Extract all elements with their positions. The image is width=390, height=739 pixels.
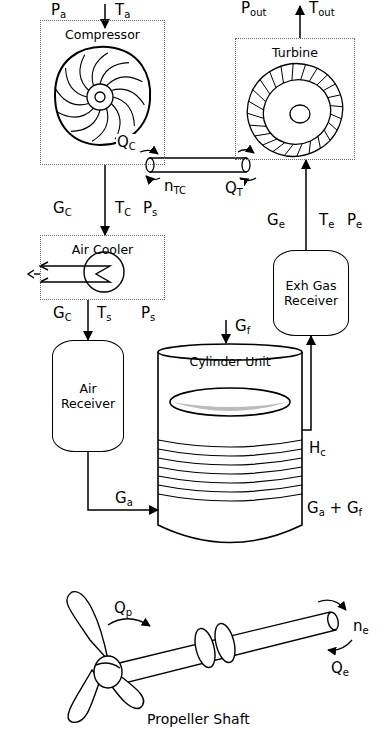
subscript: C	[65, 207, 72, 218]
symbol-label: Te	[318, 212, 335, 229]
symbol-label: Pe	[346, 212, 363, 229]
flow-arrow	[104, 165, 106, 235]
symbol-label: TC	[114, 200, 132, 217]
turbine-box: Turbine	[235, 38, 355, 160]
flow-arrow	[305, 160, 307, 250]
node-title: Air Receiver	[53, 381, 123, 411]
subscript: a	[60, 9, 66, 20]
subscript: f	[247, 325, 251, 336]
subscript: out	[250, 7, 266, 18]
symbol-label: Hc	[308, 440, 327, 457]
flow-arrow	[302, 336, 311, 430]
subscript: s	[150, 312, 155, 323]
symbol-label: Pa	[50, 2, 67, 19]
symbol-label: Ps	[142, 200, 158, 217]
subscript: s	[152, 207, 157, 218]
subscript: a	[319, 507, 325, 518]
subscript: a	[124, 9, 130, 20]
part-name: Propeller Shaft	[146, 712, 251, 727]
subscript: f	[359, 507, 363, 518]
symbol-label: Ga	[114, 490, 134, 507]
subscript: e	[363, 625, 369, 636]
symbol-label: Ps	[140, 305, 156, 322]
subscript: p	[126, 607, 132, 618]
subscript: c	[320, 447, 326, 458]
subscript: a	[127, 497, 133, 508]
symbol-label: Gf	[234, 318, 251, 335]
node-title: Air Cooler	[69, 242, 136, 257]
compressor-box: Compressor	[40, 20, 165, 165]
symbol-label: Ga + Gf	[306, 500, 363, 517]
symbol-label: QT	[224, 180, 244, 197]
node-title: Cylinder Unit	[186, 354, 273, 369]
subscript: s	[106, 312, 111, 323]
cylinder-unit: Cylinder Unit	[158, 344, 302, 544]
flow-arrow	[87, 300, 89, 340]
symbol-label: Ta	[114, 2, 131, 19]
air-receiver: Air Receiver	[52, 340, 124, 452]
subscript: e	[328, 219, 334, 230]
symbol-label: Ge	[266, 212, 286, 229]
symbol-label: Tout	[308, 0, 336, 17]
node-title: Exh Gas Receiver	[274, 278, 348, 308]
air-cooler-box: Air Cooler	[40, 235, 165, 300]
symbol-label: nTC	[163, 178, 187, 195]
symbol-label: GC	[52, 200, 73, 217]
symbol-label: GC	[52, 305, 73, 322]
subscript: C	[129, 141, 136, 152]
subscript: e	[356, 219, 362, 230]
flow-arrow	[88, 452, 158, 510]
subscript: C	[65, 312, 72, 323]
symbol-label: Qp	[113, 600, 133, 617]
symbol-label: Ts	[96, 305, 112, 322]
symbol-label: QC	[116, 134, 137, 151]
exhaust-receiver: Exh Gas Receiver	[273, 250, 349, 336]
subscript: e	[279, 219, 285, 230]
node-title: Turbine	[269, 45, 321, 60]
node-title: Compressor	[62, 27, 143, 42]
subscript: e	[343, 667, 349, 678]
subscript: TC	[174, 185, 187, 196]
subscript: out	[318, 7, 334, 18]
symbol-label: Qe	[330, 660, 350, 677]
symbol-label: Pout	[240, 0, 267, 17]
subscript: C	[124, 207, 131, 218]
symbol-label: ne	[352, 618, 370, 635]
subscript: T	[237, 187, 243, 198]
